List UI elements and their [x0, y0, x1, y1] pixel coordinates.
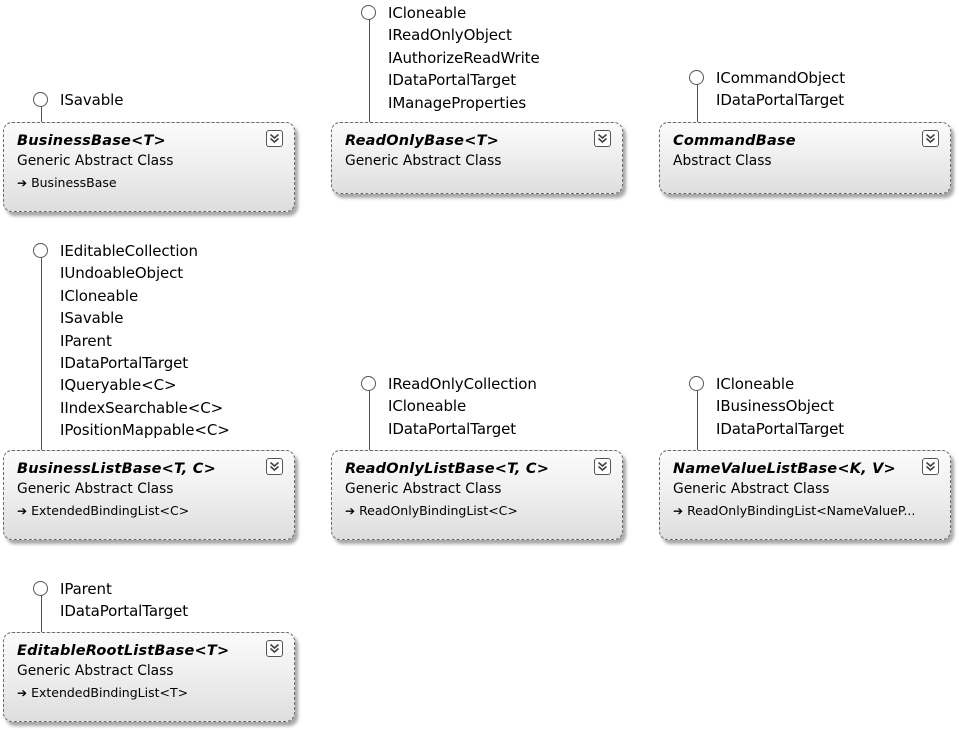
interface-name: ICloneable	[60, 286, 139, 305]
class-kind: Generic Abstract Class	[673, 481, 830, 497]
class-name: ReadOnlyBase<T>	[345, 133, 500, 149]
interface-name: IDataPortalTarget	[716, 419, 845, 438]
interface-name: ISavable	[60, 309, 124, 328]
interface-name: IParent	[60, 331, 112, 350]
class-shape[interactable]: BusinessBase<T> Generic Abstract Class ➔Bu…	[3, 122, 295, 212]
double-chevron-down-icon	[597, 133, 608, 144]
collapse-button[interactable]	[922, 458, 939, 475]
lollipop-connector	[697, 390, 698, 450]
interface-lollipop-icon	[361, 5, 376, 20]
interface-lollipop-icon	[689, 376, 704, 391]
inheritance-arrow-icon: ➔	[17, 176, 28, 190]
collapse-button[interactable]	[922, 130, 939, 147]
base-class: ➔ReadOnlyBindingList<C>	[345, 503, 518, 518]
interface-name: IManageProperties	[388, 93, 527, 112]
interface-name: IAuthorizeReadWrite	[388, 48, 540, 67]
interface-lollipop-icon	[689, 70, 704, 85]
class-kind: Abstract Class	[673, 153, 772, 169]
double-chevron-down-icon	[269, 461, 280, 472]
inheritance-arrow-icon: ➔	[673, 504, 684, 518]
interface-name: IDataPortalTarget	[388, 419, 517, 438]
interface-name: IDataPortalTarget	[716, 91, 845, 110]
class-name: CommandBase	[673, 133, 796, 149]
interface-list: ISavable	[60, 89, 123, 111]
interface-lollipop-icon	[361, 376, 376, 391]
interface-name: IEditableCollection	[60, 242, 198, 260]
collapse-button[interactable]	[266, 458, 283, 475]
class-kind: Generic Abstract Class	[17, 663, 174, 679]
base-class-name: ReadOnlyBindingList<NameValueP...	[687, 503, 916, 518]
interface-name: ICloneable	[388, 4, 467, 22]
interface-lollipop-icon	[33, 243, 48, 258]
base-class: ➔ReadOnlyBindingList<NameValueP...	[673, 503, 915, 518]
double-chevron-down-icon	[925, 461, 936, 472]
class-shape[interactable]: ReadOnlyListBase<T, C> Generic Abstract C…	[331, 450, 623, 540]
interface-name: ICloneable	[716, 375, 795, 393]
interface-name: IQueryable<C>	[60, 376, 177, 395]
interface-name: IParent	[60, 580, 112, 598]
interface-name: IDataPortalTarget	[60, 602, 189, 621]
interface-lollipop-icon	[33, 92, 48, 107]
class-kind: Generic Abstract Class	[345, 153, 502, 169]
inheritance-arrow-icon: ➔	[17, 686, 28, 700]
class-kind: Generic Abstract Class	[345, 481, 502, 497]
lollipop-connector	[369, 19, 370, 122]
class-name: BusinessBase<T>	[17, 133, 166, 149]
lollipop-connector	[697, 84, 698, 122]
class-shape[interactable]: EditableRootListBase<T> Generic Abstract …	[3, 632, 295, 722]
interface-name: IReadOnlyObject	[388, 26, 512, 45]
base-class: ➔ExtendedBindingList<C>	[17, 503, 189, 518]
interface-name: IDataPortalTarget	[388, 71, 517, 90]
collapse-button[interactable]	[266, 640, 283, 657]
inheritance-arrow-icon: ➔	[345, 504, 356, 518]
double-chevron-down-icon	[269, 133, 280, 144]
collapse-button[interactable]	[594, 130, 611, 147]
class-name: NameValueListBase<K, V>	[673, 461, 896, 477]
lollipop-connector	[41, 257, 42, 450]
base-class-name: BusinessBase	[31, 175, 117, 190]
class-name: BusinessListBase<T, C>	[17, 461, 216, 477]
lollipop-connector	[369, 390, 370, 450]
lollipop-connector	[41, 595, 42, 632]
base-class: ➔BusinessBase	[17, 175, 117, 190]
interface-name: IIndexSearchable<C>	[60, 398, 224, 417]
lollipop-connector	[41, 106, 42, 122]
interface-name: IUndoableObject	[60, 264, 184, 283]
class-kind: Generic Abstract Class	[17, 481, 174, 497]
class-shape[interactable]: BusinessListBase<T, C> Generic Abstract C…	[3, 450, 295, 540]
class-kind: Generic Abstract Class	[17, 153, 174, 169]
inheritance-arrow-icon: ➔	[17, 504, 28, 518]
interface-lollipop-icon	[33, 581, 48, 596]
class-shape[interactable]: ReadOnlyBase<T> Generic Abstract Class	[331, 122, 623, 194]
class-name: EditableRootListBase<T>	[17, 643, 230, 659]
interface-name: ICommandObject	[716, 69, 845, 87]
class-shape[interactable]: NameValueListBase<K, V> Generic Abstract …	[659, 450, 951, 540]
interface-name: IPositionMappable<C>	[60, 421, 230, 440]
double-chevron-down-icon	[925, 133, 936, 144]
base-class-name: ExtendedBindingList<C>	[31, 503, 190, 518]
double-chevron-down-icon	[597, 461, 608, 472]
interface-name: ICloneable	[388, 397, 467, 416]
class-name: ReadOnlyListBase<T, C>	[345, 461, 550, 477]
base-class-name: ExtendedBindingList<T>	[31, 685, 189, 700]
base-class-name: ReadOnlyBindingList<C>	[359, 503, 518, 518]
interface-name: IDataPortalTarget	[60, 354, 189, 373]
collapse-button[interactable]	[594, 458, 611, 475]
base-class: ➔ExtendedBindingList<T>	[17, 685, 188, 700]
interface-name: ISavable	[60, 91, 124, 109]
interface-name: IReadOnlyCollection	[388, 375, 537, 393]
double-chevron-down-icon	[269, 643, 280, 654]
interface-name: IBusinessObject	[716, 397, 834, 416]
collapse-button[interactable]	[266, 130, 283, 147]
